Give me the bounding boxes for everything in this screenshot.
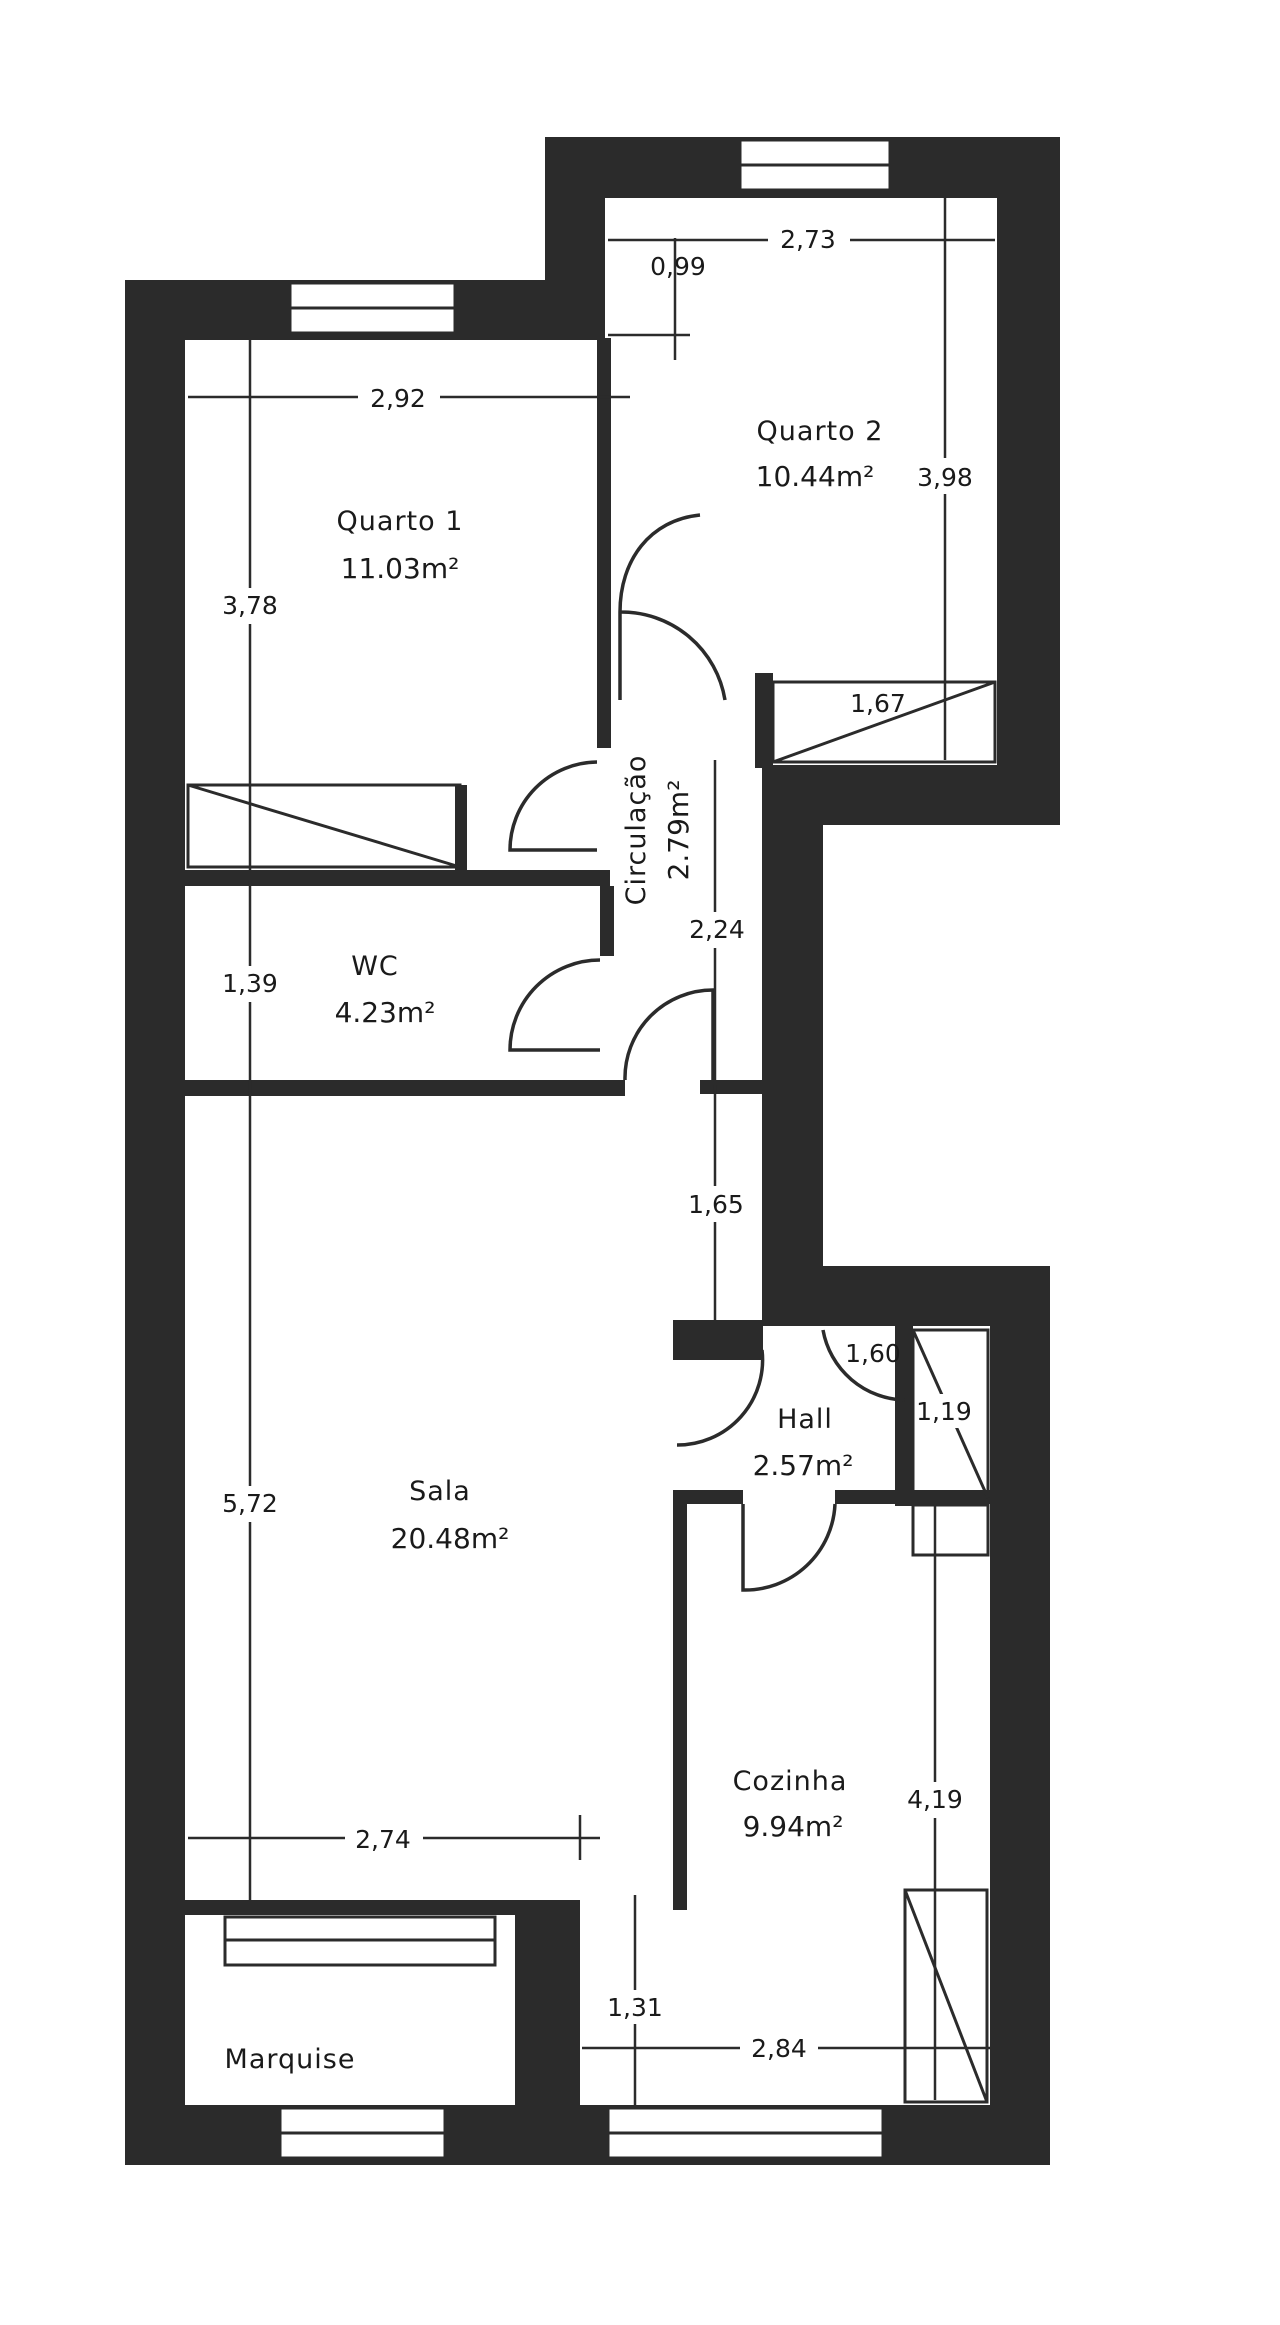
quarto2-name: Quarto 2 (757, 416, 884, 447)
door-quarto1 (508, 760, 598, 852)
dim-circulacao-length: 2,24 (689, 915, 745, 944)
dim-hall-closet: 1,19 (916, 1397, 972, 1426)
dim-cozinha-width: 2,84 (751, 2034, 807, 2063)
dim-sala-width: 2,74 (355, 1825, 411, 1854)
closet-quarto2 (771, 680, 997, 764)
wall-q1-wc (185, 870, 610, 886)
dim-quarto2-depth: 3,98 (917, 463, 973, 492)
dim-hall-width: 1,60 (845, 1339, 901, 1368)
room-labels: Quarto 1 11.03m² Quarto 2 10.44m² Circul… (225, 416, 884, 2075)
wall-sala-bottom (185, 1900, 580, 1915)
door-hall-sala (676, 1349, 765, 1447)
dim-quarto2-closet: 1,67 (850, 689, 906, 718)
dim-quarto1-width: 2,92 (370, 384, 426, 413)
door-wc (508, 958, 601, 1052)
dim-hall-to-circ: 1,65 (688, 1190, 744, 1219)
cozinha-area: 9.94m² (743, 1810, 844, 1843)
circulacao-area: 2.79m² (662, 780, 695, 881)
circulacao-name: Circulação (621, 755, 652, 906)
marquise-name: Marquise (225, 2044, 356, 2075)
wc-area: 4.23m² (335, 996, 436, 1029)
quarto1-name: Quarto 1 (337, 506, 464, 537)
closet-hall (911, 1328, 990, 1557)
window-marquise (278, 2106, 447, 2160)
hall-area: 2.57m² (753, 1449, 854, 1482)
dim-sala-depth: 5,72 (222, 1489, 278, 1518)
dim-cozinha-depth: 4,19 (907, 1785, 963, 1814)
dim-wc-depth: 1,39 (222, 969, 278, 998)
dim-quarto2-offset: 0,99 (650, 252, 706, 281)
sala-area: 20.48m² (391, 1522, 510, 1555)
window-cozinha (606, 2106, 885, 2160)
quarto1-area: 11.03m² (341, 552, 460, 585)
windows (223, 138, 892, 2160)
door-cozinha (741, 1503, 837, 1592)
wall-hall-kitchen-a (673, 1490, 743, 1504)
wall-hall-top (673, 1320, 763, 1360)
door-sala (623, 988, 715, 1081)
dim-quarto1-depth: 3,78 (222, 591, 278, 620)
wall-q2-lower (755, 673, 773, 768)
dimension-labels: 2,73 0,99 3,98 1,67 2,92 3,78 2,24 1,39 … (218, 222, 978, 2065)
window-quarto2 (738, 138, 892, 192)
closet-quarto1 (186, 783, 467, 870)
closet-cozinha (903, 1888, 989, 2104)
hall-name: Hall (777, 1404, 833, 1435)
outer-wall (125, 137, 1060, 2165)
door-hall-entry (821, 1329, 906, 1402)
wall-hall-right (895, 1266, 913, 1506)
window-sala (223, 1915, 497, 1967)
wall-q1-circ (597, 338, 611, 748)
cozinha-name: Cozinha (733, 1766, 848, 1797)
wall-circ-sala (700, 1080, 762, 1094)
wall-wc-circ (600, 886, 614, 956)
wall-wc-sala (185, 1080, 625, 1096)
dim-cozinha-sill: 1,31 (607, 1993, 663, 2022)
wc-name: WC (351, 951, 399, 982)
quarto2-area: 10.44m² (756, 460, 875, 493)
door-quarto2 (618, 513, 727, 701)
doors (508, 513, 906, 1592)
window-quarto1 (288, 281, 457, 335)
walls (125, 137, 1060, 2165)
sala-name: Sala (409, 1476, 471, 1507)
wall-sala-kitchen (673, 1490, 687, 1910)
dim-quarto2-width: 2,73 (780, 225, 836, 254)
closets (186, 680, 997, 2104)
